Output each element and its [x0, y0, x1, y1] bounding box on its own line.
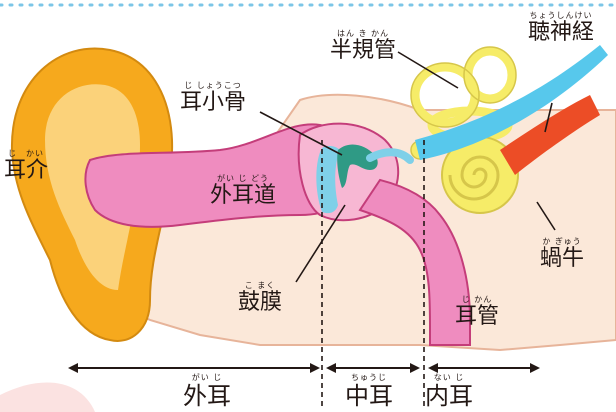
label-eustachian-tube-text: 耳管 — [455, 304, 500, 329]
nerve-red — [500, 95, 600, 175]
label-ear-canal: がい じ どう 外耳道 — [210, 175, 276, 207]
label-eardrum-ruby: こ まく — [244, 281, 276, 290]
label-semicircular-canals: はん き かん 半規管 — [330, 30, 396, 62]
eustachian-tube — [358, 178, 471, 346]
label-semicircular-canals-text: 半規管 — [330, 38, 397, 63]
label-ear-canal-text: 外耳道 — [210, 183, 277, 208]
pointer-cochlea — [536, 201, 556, 231]
label-inner-ear-text: 内耳 — [425, 382, 473, 410]
label-eustachian-tube-ruby: じ かん — [461, 295, 493, 304]
label-outer-ear-ruby: がい じ — [191, 373, 223, 382]
label-cochlea-ruby: か ぎゅう — [542, 237, 582, 246]
corner-decoration — [0, 382, 95, 412]
label-ear-canal-ruby: がい じ どう — [216, 174, 270, 183]
label-ossicles-ruby: じ しょうこつ — [184, 81, 242, 90]
label-auricle: じ かい 耳介 — [4, 150, 48, 182]
label-ossicles: じ しょうこつ 耳小骨 — [180, 82, 246, 114]
label-auricle-text: 耳介 — [4, 158, 49, 183]
label-eardrum: こ まく 鼓膜 — [238, 282, 282, 314]
pointer-semicircular — [397, 51, 459, 89]
label-eustachian-tube: じ かん 耳管 — [455, 296, 499, 328]
pointer-nerve — [544, 102, 553, 133]
label-middle-ear-text: 中耳 — [345, 382, 393, 410]
label-auricle-ruby: じ かい — [8, 149, 44, 158]
pointer-lines — [259, 51, 556, 283]
label-cochlea: か ぎゅう 蝸牛 — [540, 238, 584, 270]
label-semicircular-canals-ruby: はん き かん — [336, 29, 390, 38]
label-auditory-nerve-text: 聴神経 — [528, 20, 595, 45]
label-eardrum-text: 鼓膜 — [238, 290, 283, 315]
label-outer-ear: がい じ 外耳 — [183, 373, 231, 410]
pointer-ossicles — [259, 111, 343, 156]
label-ossicles-text: 耳小骨 — [180, 90, 247, 115]
label-outer-ear-text: 外耳 — [183, 382, 231, 410]
cochlea — [441, 136, 519, 214]
label-inner-ear: ない じ 内耳 — [425, 373, 473, 410]
label-middle-ear: ちゅうじ 中耳 — [345, 373, 393, 410]
label-auditory-nerve: ちょうしんけい 聴神経 — [528, 12, 594, 44]
label-auditory-nerve-ruby: ちょうしんけい — [529, 11, 593, 20]
pointer-eardrum — [295, 204, 346, 283]
label-cochlea-text: 蝸牛 — [540, 246, 585, 271]
nerve-blue — [415, 45, 608, 160]
ossicle-link — [366, 148, 414, 164]
label-middle-ear-ruby: ちゅうじ — [351, 373, 387, 382]
label-inner-ear-ruby: ない じ — [433, 373, 465, 382]
